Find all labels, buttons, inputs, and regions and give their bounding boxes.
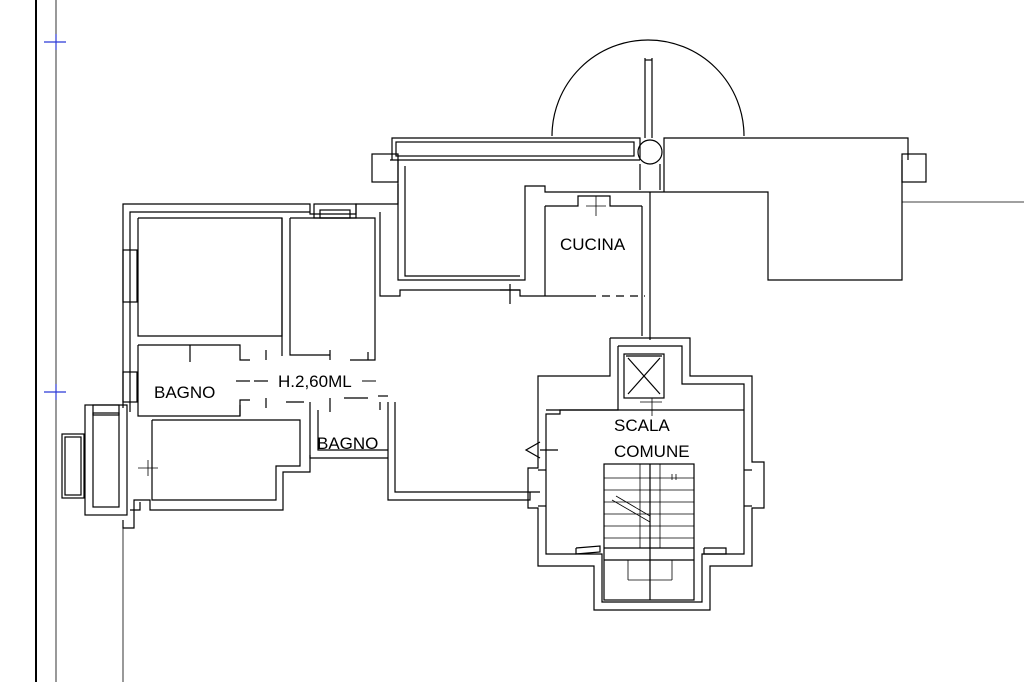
drawing-frame — [35, 0, 1024, 682]
left-balcony-unit — [61, 404, 128, 516]
bathroom-1-walls — [137, 344, 268, 417]
kitchen-walls — [500, 192, 651, 340]
apartment-outer-walls — [122, 184, 645, 529]
top-block-walls — [371, 137, 927, 281]
stair-label-line-1: SCALA — [614, 416, 670, 435]
room-label-bagno-1: BAGNO — [154, 383, 215, 402]
balcony-door-swing — [551, 39, 745, 190]
entrance-arrow-icon — [524, 441, 558, 459]
room-label-cucina: CUCINA — [560, 235, 626, 254]
wall-niches — [122, 203, 357, 403]
stair-label-line-2: COMUNE — [614, 442, 690, 461]
room-label-bagno-2: BAGNO — [317, 434, 378, 453]
lower-room-walls — [138, 419, 301, 501]
stair-treads — [575, 463, 727, 601]
grid-marker-bottom — [44, 384, 66, 400]
bathroom-2-walls — [286, 395, 388, 459]
stair-core-walls — [527, 337, 765, 611]
bedroom-walls — [137, 217, 376, 361]
height-label: H.2,60ML — [278, 372, 352, 391]
grid-marker-top — [44, 34, 66, 50]
